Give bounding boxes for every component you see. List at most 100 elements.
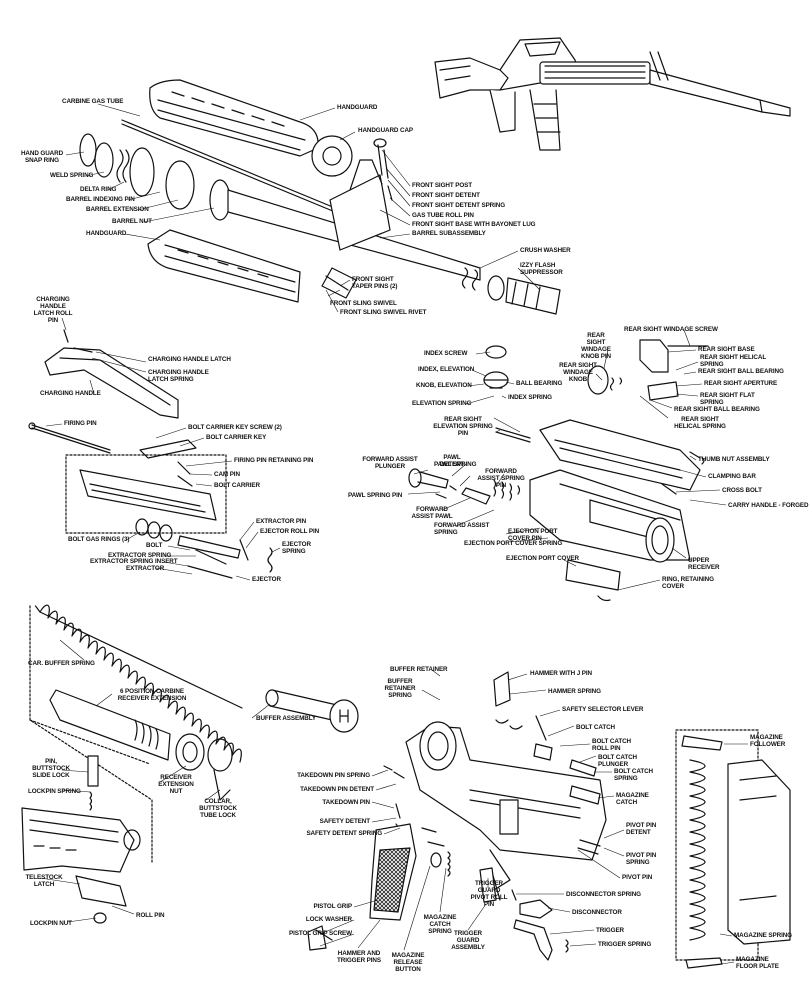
label-trigger-spring: TRIGGER SPRING	[598, 941, 652, 948]
label-rear-sight-base: REAR SIGHT BASE	[698, 346, 755, 353]
label-ejection-port-cover-spring: EJECTION PORT COVER SPRING	[464, 540, 563, 547]
label-ejection-port-cover-pin: EJECTION PORT COVER PIN	[508, 528, 558, 542]
label-rear-sight-flat-spring: REAR SIGHT FLAT SPRING	[700, 392, 755, 406]
label-lock-washer: LOCK WASHER	[305, 916, 352, 923]
label-upper-receiver: UPPER RECEIVER	[688, 557, 720, 571]
label-extractor: EXTRACTOR	[126, 565, 165, 572]
label-firing-pin-retaining-pin: FIRING PIN RETAINING PIN	[234, 457, 314, 464]
label-handguard-snap-ring: HAND GUARD SNAP RING	[20, 150, 64, 164]
label-bolt-catch-roll-pin: BOLT CATCH ROLL PIN	[592, 738, 631, 752]
label-buffer-assembly: BUFFER ASSEMBLY	[256, 715, 316, 722]
pistol-grip-illustration	[307, 823, 417, 951]
front-sight-parts-illustration	[377, 144, 393, 201]
label-forward-assist-pawl: FORWARD ASSIST PAWL	[411, 506, 453, 520]
label-thumb-nut-assembly: THUMB NUT ASSEMBLY	[698, 456, 770, 463]
sling-swivel-illustration	[321, 267, 357, 299]
label-extractor-spring: EXTRACTOR SPRING	[108, 552, 172, 559]
label-rear-sight-ball-bearing: REAR SIGHT BALL BEARING	[674, 406, 760, 413]
delta-ring-group-illustration	[79, 133, 155, 197]
label-firing-pin: FIRING PIN	[64, 420, 97, 427]
label-gas-tube-roll-pin: GAS TUBE ROLL PIN	[412, 212, 474, 219]
label-rear-sight-helical-spring-top: REAR SIGHT HELICAL SPRING	[700, 354, 766, 368]
label-cross-bolt: CROSS BOLT	[722, 487, 762, 494]
label-pin-buttstock-slide-lock: PIN, BUTTSTOCK SLIDE LOCK	[32, 758, 70, 779]
label-bolt-carrier: BOLT CARRIER	[214, 482, 260, 489]
label-takedown-pin: TAKEDOWN PIN	[322, 799, 370, 806]
label-front-sight-detent-spring: FRONT SIGHT DETENT SPRING	[412, 202, 506, 209]
label-front-sight-taper-pins: FRONT SIGHT TAPER PINS (2)	[352, 276, 398, 290]
label-bolt-carrier-key: BOLT CARRIER KEY	[206, 434, 267, 441]
magazine-illustration	[675, 729, 791, 969]
label-hammer-spring: HAMMER SPRING	[548, 688, 601, 695]
label-extractor-spring-insert: EXTRACTOR SPRING INSERT	[90, 558, 178, 565]
label-disconnector-spring: DISCONNECTOR SPRING	[566, 891, 641, 898]
label-trigger: TRIGGER	[596, 927, 624, 934]
label-charging-handle: CHARGING HANDLE	[40, 390, 101, 397]
label-knob-elevation: KNOB, ELEVATION	[416, 382, 472, 389]
label-forward-assist-spring-pin: FORWARD ASSIST SPRING PIN	[477, 468, 525, 489]
label-buffer-retainer-spring: BUFFER RETAINER SPRING	[384, 678, 416, 699]
leader-lines	[39, 103, 748, 965]
label-rear-sight-windage-knob: REAR SIGHT WINDAGE KNOB	[559, 362, 597, 383]
lower-receiver-illustration	[383, 671, 607, 901]
label-izzy-flash-suppressor: IZZY FLASH SUPPRESSOR	[520, 262, 563, 276]
bolt-carrier-illustration	[28, 422, 273, 579]
label-six-position-extension: 6 POSITION CARBINE RECEIVER EXTENSION	[117, 688, 187, 702]
handguard-bottom-illustration	[147, 229, 301, 303]
label-handguard-cap: HANDGUARD CAP	[358, 127, 414, 134]
label-front-sight-post: FRONT SIGHT POST	[412, 182, 472, 189]
label-safety-selector-lever: SAFETY SELECTOR LEVER	[562, 706, 644, 713]
buffer-spring-illustration	[29, 604, 243, 863]
label-ejection-port-cover: EJECTION PORT COVER	[506, 555, 579, 562]
label-bolt-carrier-key-screw: BOLT CARRIER KEY SCREW (2)	[188, 424, 282, 431]
label-charging-handle-latch-roll-pin: CHARGING HANDLE LATCH ROLL PIN	[33, 296, 73, 324]
label-front-sight-base: FRONT SIGHT BASE WITH BAYONET LUG	[412, 221, 536, 228]
label-pawl-spring-pin: PAWL SPRING PIN	[348, 492, 403, 499]
label-ejector-spring: EJECTOR SPRING	[282, 541, 311, 555]
upper-receiver-illustration	[495, 419, 705, 602]
label-bolt-catch-spring: BOLT CATCH SPRING	[614, 768, 653, 782]
label-bolt-catch: BOLT CATCH	[576, 724, 615, 731]
label-ball-bearing: BALL BEARING	[516, 380, 563, 387]
label-delta-ring: DELTA RING	[80, 186, 117, 193]
label-rear-sight-windage-knob-pin: REAR SIGHT WINDAGE KNOB PIN	[581, 332, 611, 360]
label-ring-retaining-cover: RING, RETAINING COVER	[662, 576, 714, 590]
label-ejector-roll-pin: EJECTOR ROLL PIN	[260, 528, 320, 535]
rear-sight-parts-illustration	[483, 339, 709, 401]
label-pistol-grip-screw: PISTOL GRIP SCREW	[288, 930, 352, 937]
label-barrel-extension: BARREL EXTENSION	[86, 206, 149, 213]
label-trigger-guard-assembly: TRIGGER GUARD ASSEMBLY	[451, 930, 485, 951]
label-lockpin-nut: LOCKPIN NUT	[30, 920, 72, 927]
label-clamping-bar: CLAMPING BAR	[708, 473, 756, 480]
label-rear-sight-elevation-spring-pin: REAR SIGHT ELEVATION SPRING PIN	[433, 416, 493, 437]
handguard-top-illustration	[149, 79, 319, 157]
label-rear-sight-ball-bearing-top: REAR SIGHT BALL BEARING	[698, 368, 784, 375]
label-magazine-follower: MAGAZINE FOLLOWER	[750, 734, 786, 748]
buffer-assembly-illustration	[265, 689, 359, 733]
label-pivot-pin-detent: PIVOT PIN DETENT	[626, 822, 657, 836]
label-carbine-gas-tube: CARBINE GAS TUBE	[62, 98, 124, 105]
label-charging-handle-latch: CHARGING HANDLE LATCH	[148, 356, 231, 363]
barrel-illustration	[165, 159, 561, 315]
label-carry-handle-forged: CARRY HANDLE - FORGED	[728, 502, 809, 509]
complete-rifle-illustration	[434, 37, 791, 151]
label-barrel-nut: BARREL NUT	[112, 218, 152, 225]
label-lockpin-spring: LOCKPIN SPRING	[28, 788, 81, 795]
label-cam-pin: CAM PIN	[214, 471, 240, 478]
label-magazine-release-button: MAGAZINE RELEASE BUTTON	[391, 952, 425, 973]
label-weld-spring: WELD SPRING	[50, 172, 94, 179]
label-forward-assist-spring: FORWARD ASSIST SPRING	[434, 522, 490, 536]
label-bolt-catch-plunger: BOLT CATCH PLUNGER	[598, 754, 637, 768]
label-front-sling-swivel: FRONT SLING SWIVEL	[330, 300, 397, 307]
label-index-spring: INDEX SPRING	[508, 394, 552, 401]
label-collar-buttstock-tube-lock: COLLAR, BUTTSTOCK TUBE LOCK	[199, 798, 237, 819]
front-sight-post-illustration	[373, 138, 387, 148]
label-pivot-pin: PIVOT PIN	[622, 874, 653, 881]
receiver-extension-illustration	[49, 689, 233, 801]
label-hammer-and-trigger-pins: HAMMER AND TRIGGER PINS	[337, 950, 381, 964]
label-handguard-bottom: HANDGUARD	[86, 230, 127, 237]
label-handguard-top: HANDGUARD	[337, 104, 378, 111]
trigger-parts-illustration	[511, 889, 569, 961]
